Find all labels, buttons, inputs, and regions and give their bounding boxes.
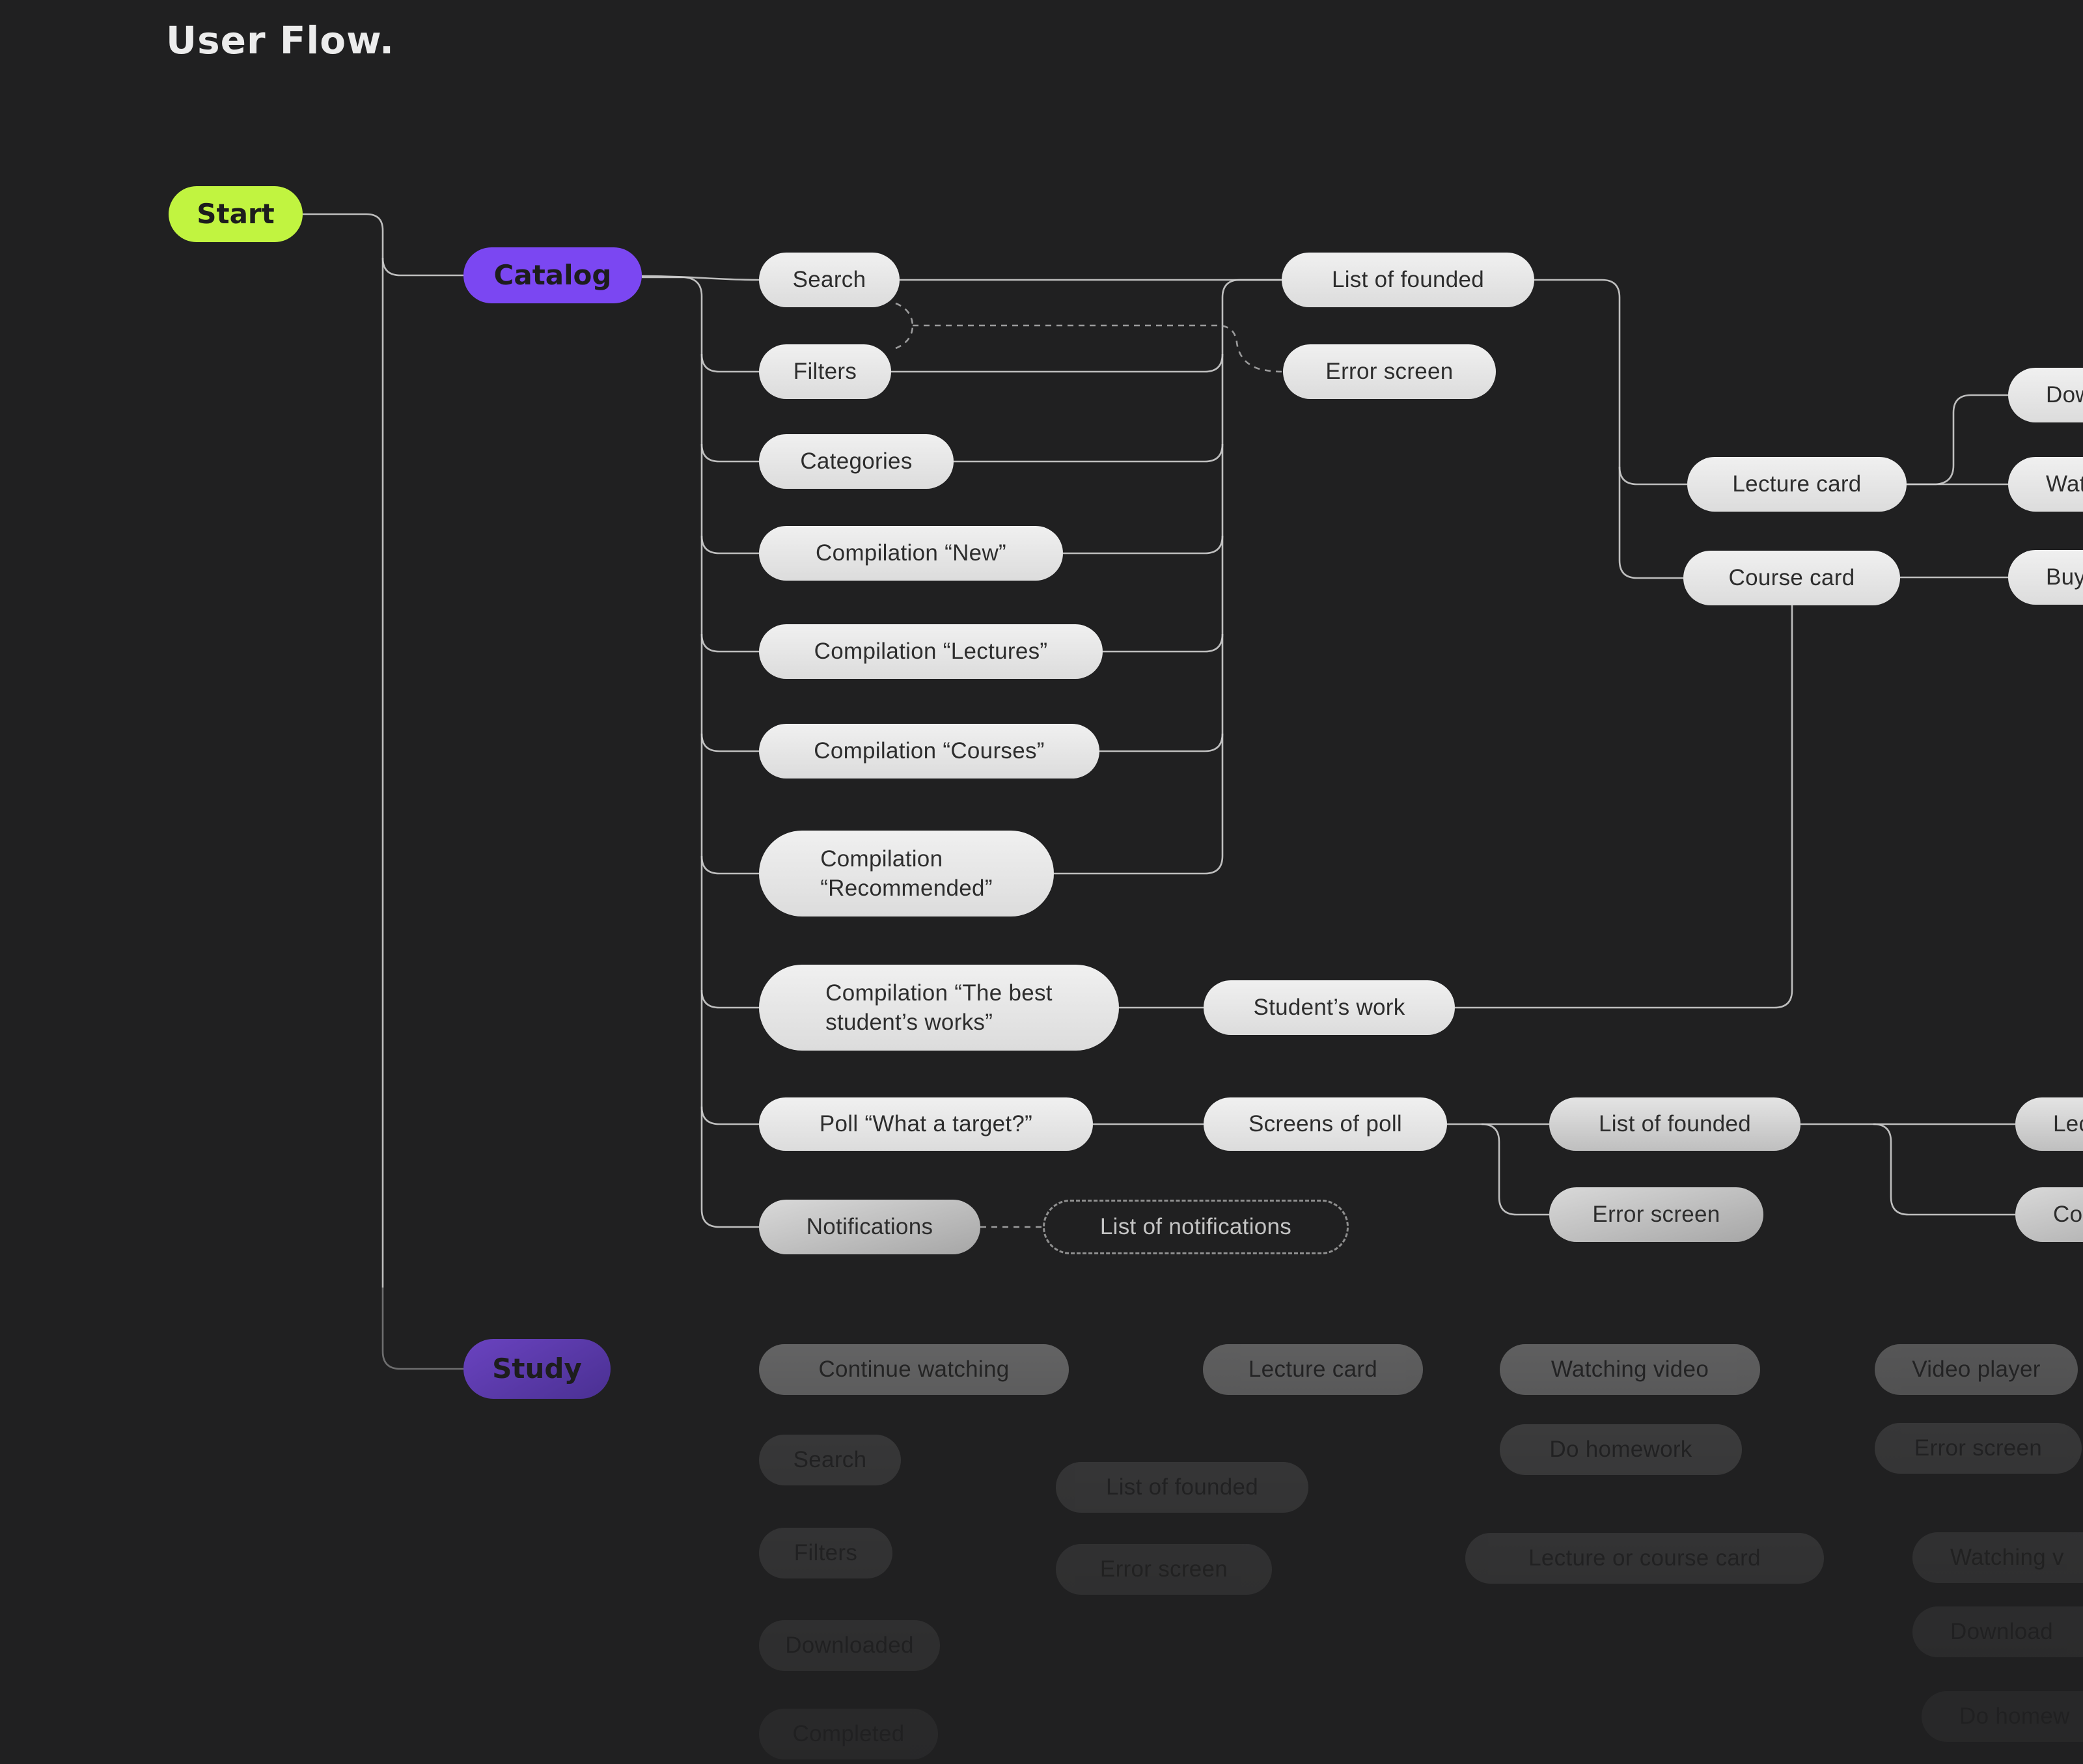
edge-branch-new xyxy=(700,535,759,555)
node-compilation-new[interactable]: Compilation “New” xyxy=(759,526,1063,581)
node-screens-of-poll[interactable]: Screens of poll xyxy=(1204,1097,1447,1151)
node-list-of-founded-1[interactable]: List of founded xyxy=(1282,253,1534,307)
node-watching-video[interactable]: Watching video xyxy=(1500,1344,1760,1395)
node-compilation-best-works[interactable]: Compilation “The best student’s works” xyxy=(759,965,1119,1051)
node-continue-watching[interactable]: Continue watching xyxy=(759,1344,1069,1395)
edge-categories-trunk xyxy=(954,443,1224,463)
node-completed[interactable]: Completed xyxy=(759,1709,938,1759)
edge-dashed-error xyxy=(913,324,1284,373)
node-search[interactable]: Search xyxy=(759,253,900,307)
edge-screens-error2 xyxy=(1481,1123,1549,1216)
node-download-partial[interactable]: Dow xyxy=(2008,368,2083,422)
node-video-player[interactable]: Video player xyxy=(1875,1344,2078,1395)
node-lecture-card-1[interactable]: Lecture card xyxy=(1687,457,1907,512)
edge-courses-trunk xyxy=(1099,733,1224,752)
node-catalog[interactable]: Catalog xyxy=(463,247,642,303)
node-categories[interactable]: Categories xyxy=(759,434,954,489)
edge-new-trunk xyxy=(1063,535,1224,555)
edge-branch-recommended xyxy=(700,855,759,875)
node-do-homework-partial[interactable]: Do homew xyxy=(1922,1691,2083,1742)
edge-lecture-dow xyxy=(1907,394,2008,486)
edge-filters-trunk xyxy=(891,353,1224,373)
node-search-2[interactable]: Search xyxy=(759,1435,901,1485)
node-download-partial-2[interactable]: Download xyxy=(1912,1606,2083,1657)
edge-branch-poll xyxy=(700,1106,759,1125)
edge-recommended-trunk xyxy=(1054,855,1224,875)
edge-lectures-trunk xyxy=(1103,633,1224,653)
edge-lf2-cou xyxy=(1873,1123,2015,1216)
edge-start-trunk xyxy=(303,213,384,1288)
edge-branch-categories xyxy=(700,443,759,463)
node-list-of-founded-3[interactable]: List of founded xyxy=(1056,1462,1308,1513)
node-compilation-courses[interactable]: Compilation “Courses” xyxy=(759,724,1099,779)
node-compilation-lectures[interactable]: Compilation “Lectures” xyxy=(759,624,1103,679)
edge-catalog-search xyxy=(641,275,760,281)
node-compilation-recommended[interactable]: Compilation “Recommended” xyxy=(759,831,1054,916)
edge-trunk-catalog xyxy=(381,257,463,277)
node-lecture-partial[interactable]: Lect xyxy=(2015,1097,2083,1151)
node-list-of-notifications[interactable]: List of notifications xyxy=(1043,1200,1349,1254)
edge-catalog-trunk xyxy=(642,276,759,1228)
node-filters[interactable]: Filters xyxy=(759,344,891,399)
node-study[interactable]: Study xyxy=(463,1339,611,1399)
node-error-screen-2[interactable]: Error screen xyxy=(1549,1187,1763,1242)
node-students-work[interactable]: Student’s work xyxy=(1204,980,1455,1035)
node-notifications[interactable]: Notifications xyxy=(759,1200,980,1254)
node-do-homework[interactable]: Do homework xyxy=(1500,1424,1742,1475)
node-list-of-founded-2[interactable]: List of founded xyxy=(1549,1097,1800,1151)
edge-branch-best xyxy=(700,989,759,1009)
node-downloaded[interactable]: Downloaded xyxy=(759,1620,940,1671)
edge-lf1-cards-trunk xyxy=(1534,279,1683,579)
node-buy-partial[interactable]: Buy xyxy=(2008,550,2083,605)
node-lecture-or-course-card[interactable]: Lecture or course card xyxy=(1465,1533,1824,1584)
edge-dashed-filters-stub xyxy=(895,325,914,350)
node-course-card-1[interactable]: Course card xyxy=(1683,551,1900,605)
edge-right-trunk xyxy=(1221,279,1282,856)
node-watch-partial[interactable]: Wat xyxy=(2008,457,2083,512)
node-error-screen-4[interactable]: Error screen xyxy=(1056,1544,1272,1595)
node-course-partial[interactable]: Cou xyxy=(2015,1187,2083,1242)
edge-branch-filters xyxy=(700,353,759,373)
node-watching-video-partial[interactable]: Watching v xyxy=(1912,1532,2083,1583)
edge-branch-lectures xyxy=(700,633,759,653)
edge-course-students-work xyxy=(1455,605,1793,1009)
node-start[interactable]: Start xyxy=(169,186,303,242)
page-title: User Flow. xyxy=(166,18,395,62)
edge-trunk-study xyxy=(381,1288,463,1370)
node-lecture-card-2[interactable]: Lecture card xyxy=(1203,1344,1423,1395)
edge-lf1-lecture-branch xyxy=(1618,466,1687,486)
node-filters-2[interactable]: Filters xyxy=(759,1528,892,1578)
node-error-screen-3[interactable]: Error screen xyxy=(1875,1423,2082,1474)
node-error-screen-1[interactable]: Error screen xyxy=(1283,344,1496,399)
edge-branch-courses xyxy=(700,733,759,752)
edge-dashed-search-stub xyxy=(895,302,914,326)
node-poll-what-a-target[interactable]: Poll “What a target?” xyxy=(759,1097,1093,1151)
